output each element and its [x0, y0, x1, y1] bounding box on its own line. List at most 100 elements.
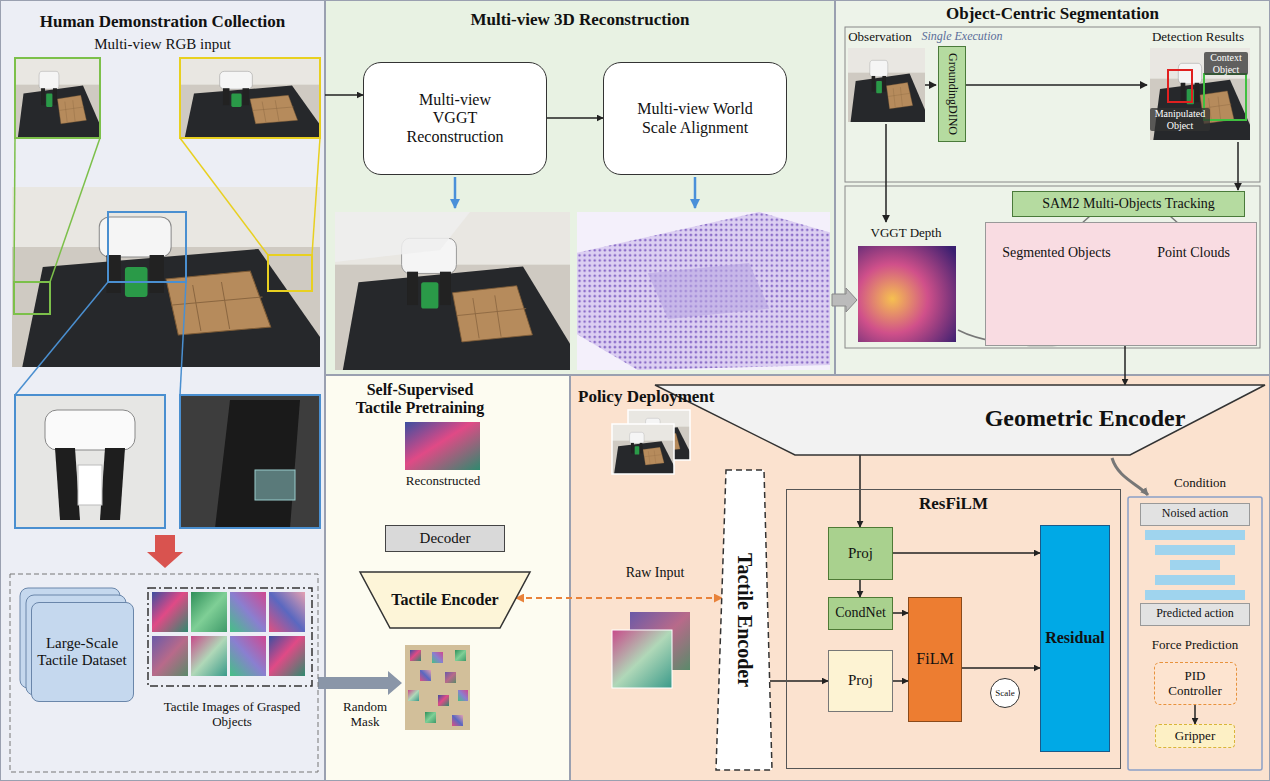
flow-arrow — [455, 177, 695, 208]
flow-connector — [325, 94, 363, 96]
output-panel: Segmented ObjectsPoint Clouds — [985, 222, 1257, 346]
box-label: Noised action — [1162, 507, 1228, 521]
tactile-image — [230, 592, 266, 632]
tactile-image — [152, 636, 188, 676]
sensor-photo — [15, 395, 320, 528]
flow-connector — [893, 612, 908, 614]
condnet-box: CondNet — [828, 597, 893, 630]
flow-connector — [893, 680, 908, 682]
module-frame: ProjCondNetProjFiLMScaleResidualResFiLM — [787, 490, 1120, 768]
box-label: SAM2 Multi-Objects Tracking — [1042, 196, 1215, 212]
box-label: Multi-view World Scale Alignment — [630, 100, 760, 137]
model-box: GroundingDINO — [938, 46, 966, 142]
dataset-frame — [10, 574, 318, 772]
camera-photo — [12, 58, 320, 367]
camera-photo — [268, 255, 312, 291]
segmentation-image — [1168, 70, 1192, 102]
tactile-image — [612, 612, 690, 688]
residual-box: Residual — [1040, 525, 1110, 752]
action-frame — [1128, 497, 1262, 770]
annotation-label: Condition — [1165, 476, 1235, 491]
annotation-label: Manipulated Object — [1150, 108, 1210, 131]
tactile-image — [230, 636, 266, 676]
box-label: PID Controller — [1157, 669, 1234, 699]
camera-photo — [180, 58, 320, 138]
flow-arrow — [966, 84, 1147, 86]
panel-heading: Object-Centric Segmentation — [835, 4, 1270, 24]
tactile-image — [420, 670, 431, 681]
panel-heading: Multi-view 3D Reconstruction — [325, 10, 835, 30]
tactile-image — [438, 695, 449, 706]
view-leader-line — [50, 138, 100, 282]
box-label: Decoder — [420, 530, 471, 547]
flow-connector — [516, 597, 722, 599]
film-box: FiLM — [908, 597, 962, 722]
tactile-image — [612, 630, 672, 688]
panel-background — [571, 376, 1270, 781]
action-frame — [1170, 560, 1220, 570]
block-arrow — [832, 288, 857, 312]
box-label: CondNet — [835, 605, 886, 621]
reconstruction-image — [577, 212, 830, 370]
trapezoid-outline — [716, 470, 772, 770]
flow-arrow — [885, 124, 887, 222]
box-label: Multi-view VGGT Reconstruction — [400, 91, 510, 146]
panel-background — [326, 1, 835, 375]
panel-background — [836, 1, 1270, 375]
panel-heading: Human Demonstration Collection — [0, 12, 325, 32]
block-arrow — [832, 288, 857, 312]
flow-connector — [1124, 346, 1126, 385]
tactile-image — [410, 650, 421, 661]
segmentation-image — [858, 246, 956, 342]
action-frame — [1155, 545, 1235, 555]
camera-photo — [612, 424, 674, 474]
panel-heading: ResFiLM — [787, 494, 1120, 514]
tactile-image — [432, 652, 443, 663]
dataset-frame — [10, 574, 318, 772]
camera-photo — [612, 410, 690, 474]
trapezoid-outline — [655, 385, 1265, 455]
trapezoid-outline — [360, 572, 530, 628]
panel-background — [326, 376, 570, 781]
process-box: Multi-view VGGT Reconstruction — [363, 62, 547, 175]
tactile-image — [445, 672, 456, 683]
camera-photo — [15, 58, 100, 138]
view-leader-line — [180, 138, 268, 255]
process-box: Multi-view World Scale Alignment — [603, 62, 787, 175]
camera-photo — [180, 58, 320, 138]
annotation-label: Reconstructed — [393, 474, 493, 489]
action-box: Noised action — [1140, 503, 1250, 526]
action-frame — [1145, 590, 1245, 600]
decoder-box: Decoder — [385, 525, 505, 552]
encoder-trapezoid: Geometric Encoder — [655, 385, 1265, 455]
sensor-photo — [55, 448, 80, 520]
tactile-image — [405, 645, 470, 730]
segmentation-image — [1150, 48, 1250, 140]
segmentation-frame — [845, 186, 1260, 348]
flow-arrow — [925, 84, 936, 86]
tactile-image — [408, 690, 419, 701]
model-box: SAM2 Multi-Objects Tracking — [1012, 191, 1245, 217]
box-label: Large-Scale Tactile Dataset — [34, 635, 131, 670]
box-label: Proj — [848, 672, 873, 689]
segmentation-frame — [845, 27, 1260, 182]
camera-photo — [12, 187, 320, 367]
segmentation-frame — [845, 27, 1260, 348]
camera-photo — [15, 58, 100, 138]
annotation-label: Context Object — [1204, 52, 1248, 75]
controller-box: PID Controller — [1154, 662, 1237, 705]
box-label: Tactile Encoder — [391, 591, 498, 609]
segmentation-image — [848, 48, 925, 122]
condition-arrow — [1112, 458, 1148, 495]
annotation-label: Force Prediction — [1140, 638, 1250, 653]
sensor-photo — [255, 470, 295, 500]
tactile-image — [405, 422, 480, 470]
view-leader-line — [14, 138, 320, 395]
flow-arrow — [694, 177, 697, 208]
encoder-trapezoid: Tactile Encoder — [716, 470, 772, 770]
sensor-photo — [45, 410, 135, 450]
sensor-photo — [15, 395, 165, 528]
box-label: Gripper — [1175, 729, 1215, 744]
sensor-photo — [15, 395, 165, 528]
